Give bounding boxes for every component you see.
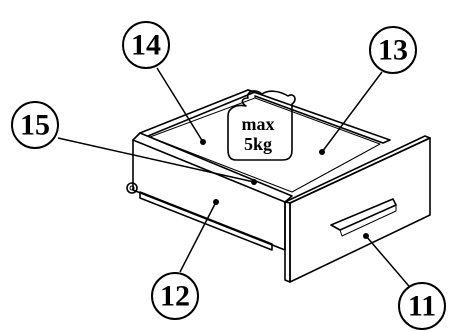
drawer-front-panel bbox=[284, 135, 431, 283]
weight-tag-outline bbox=[227, 90, 296, 161]
dot-14 bbox=[200, 139, 206, 145]
inner-corner-lines bbox=[147, 95, 256, 138]
callout-14-label: 14 bbox=[131, 29, 161, 62]
front-panel-top bbox=[284, 135, 431, 204]
leader-11 bbox=[365, 235, 415, 293]
weight-value-label: 5kg bbox=[244, 134, 272, 154]
callout-14: 14 bbox=[122, 21, 170, 69]
back-panel bbox=[139, 89, 256, 137]
callout-13-circle bbox=[369, 26, 417, 74]
side-panel bbox=[132, 139, 286, 251]
callout-13: 13 bbox=[369, 26, 417, 74]
right-side-panel bbox=[247, 89, 391, 144]
callout-11-label: 11 bbox=[408, 290, 436, 323]
dot-11 bbox=[363, 233, 369, 239]
callout-11: 11 bbox=[398, 282, 446, 330]
slide-roller bbox=[126, 182, 138, 194]
callout-15: 15 bbox=[11, 101, 59, 149]
callout-11-circle bbox=[398, 282, 446, 330]
callout-13-label: 13 bbox=[378, 34, 408, 67]
drawer-slide-rail bbox=[126, 182, 273, 251]
slide-roller-hub bbox=[129, 185, 135, 191]
callout-12-circle bbox=[151, 272, 199, 320]
leader-lines bbox=[57, 67, 415, 293]
drawer-handle-shadow bbox=[339, 204, 397, 237]
drawer-handle bbox=[330, 198, 397, 231]
slide-rail bbox=[139, 191, 273, 251]
weight-max-label: max bbox=[242, 114, 275, 134]
leader-14 bbox=[156, 67, 204, 143]
weight-limit-tag: max 5kg bbox=[227, 90, 296, 161]
callout-14-circle bbox=[122, 21, 170, 69]
leader-12 bbox=[179, 201, 217, 273]
leader-dots bbox=[200, 139, 369, 239]
bottom-panel bbox=[149, 97, 381, 193]
dot-12 bbox=[213, 199, 219, 205]
front-panel-face bbox=[289, 137, 431, 283]
side-panel-top-edge bbox=[132, 132, 293, 203]
dot-15 bbox=[251, 179, 257, 185]
callout-12: 12 bbox=[151, 272, 199, 320]
callout-15-circle bbox=[11, 101, 59, 149]
front-panel-edge bbox=[284, 201, 291, 283]
leader-13 bbox=[321, 71, 383, 153]
dot-13 bbox=[319, 149, 325, 155]
callout-15-label: 15 bbox=[20, 109, 50, 142]
callout-12-label: 12 bbox=[160, 280, 190, 313]
leader-15 bbox=[57, 137, 255, 183]
